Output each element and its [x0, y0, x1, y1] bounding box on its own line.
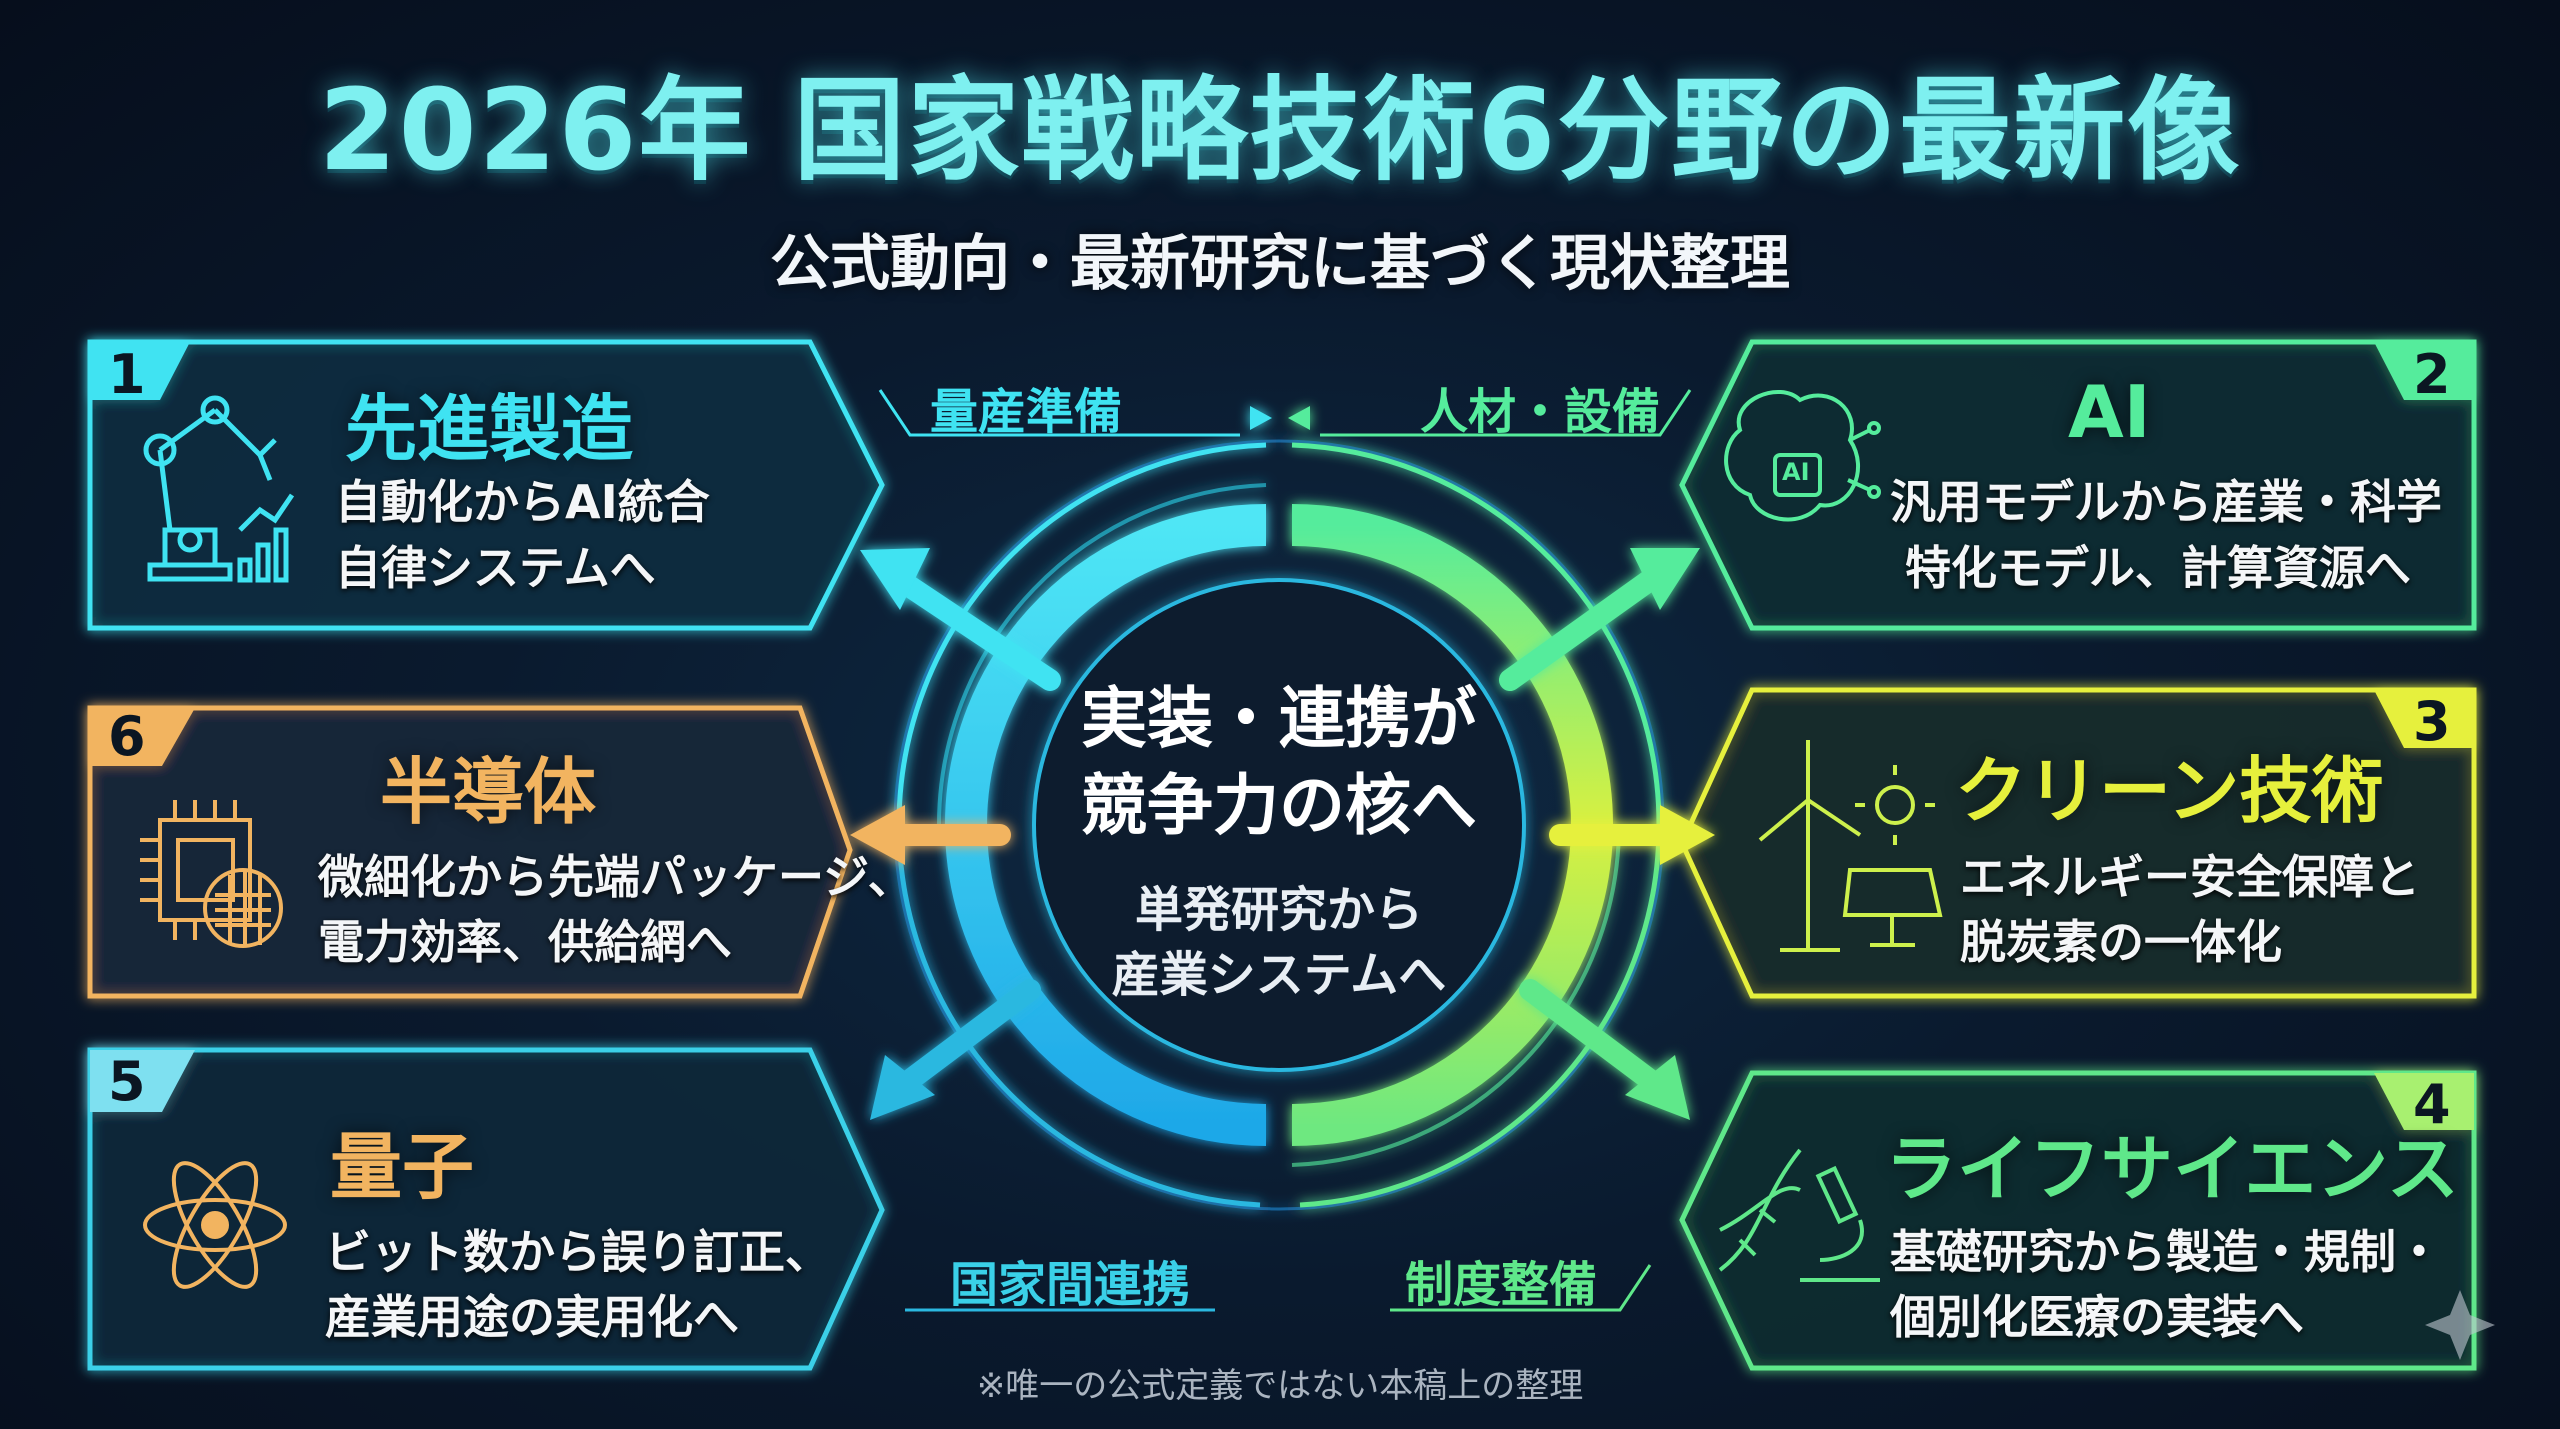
robot-arm-icon: [143, 395, 295, 583]
card-5-frame: [87, 1047, 885, 1371]
ai-icon-label: AI: [1782, 458, 1810, 486]
flow-label-international: 国家間連携: [950, 1257, 1191, 1313]
card-6-frame: [87, 705, 853, 999]
chip-wafer-icon: [140, 800, 283, 948]
card-2-title: AI: [2068, 370, 2151, 454]
card-5-title: 量子: [330, 1125, 475, 1209]
flow-label-mass-production: 量産準備: [930, 384, 1123, 440]
card-1-desc-1: 自動化からAI統合: [335, 475, 710, 529]
flow-label-talent-facilities: 人材・設備: [1420, 384, 1661, 440]
wind-solar-icon: [1758, 740, 1943, 952]
card-1-title: 先進製造: [345, 387, 634, 471]
card-6-number: 6: [108, 705, 146, 768]
card-6-desc-2: 電力効率、供給網へ: [318, 915, 732, 969]
card-3-desc-2: 脱炭素の一体化: [1960, 915, 2282, 969]
card-5-desc-2: 産業用途の実用化へ: [325, 1290, 739, 1344]
card-4-desc-2: 個別化医療の実装へ: [1890, 1290, 2304, 1344]
dna-microscope-icon: [1718, 1148, 1880, 1282]
card-1-number: 1: [108, 343, 146, 406]
flow-label-lines: [878, 389, 1692, 1312]
card-1-desc-2: 自律システムへ: [335, 541, 656, 595]
card-2-frame: [1679, 339, 2477, 631]
card-4-desc-1: 基礎研究から製造・規制・: [1890, 1225, 2442, 1279]
center-sub-line-1: 単発研究から: [1134, 882, 1423, 938]
card-3-number: 3: [2413, 690, 2451, 753]
spoke-arrows: [850, 548, 1715, 1120]
atom-icon: [143, 1161, 287, 1289]
flow-label-regulation: 制度整備: [1405, 1257, 1598, 1313]
card-3-desc-1: エネルギー安全保障と: [1960, 850, 2420, 904]
card-2-number: 2: [2413, 343, 2451, 406]
card-6-desc-1: 微細化から先端パッケージ、: [318, 850, 914, 904]
card-5-desc-1: ビット数から誤り訂正、: [325, 1225, 831, 1279]
footnote: ※唯一の公式定義ではない本稿上の整理: [976, 1366, 1584, 1406]
card-3-frame: [1679, 687, 2477, 999]
sparkle-icon: [2425, 1290, 2495, 1360]
page-title: 2026年 国家戦略技術6分野の最新像: [318, 66, 2242, 196]
center-main-line-1: 実装・連携が: [1081, 680, 1477, 757]
card-5-number: 5: [108, 1050, 146, 1113]
card-6-title: 半導体: [380, 750, 597, 834]
center-main-line-2: 競争力の核へ: [1081, 767, 1477, 844]
card-4-number: 4: [2413, 1073, 2451, 1136]
card-4-frame: [1679, 1070, 2477, 1371]
center-sub-line-2: 産業システムへ: [1111, 947, 1447, 1003]
card-2-desc-1: 汎用モデルから産業・科学: [1890, 475, 2442, 529]
card-2-desc-2: 特化モデル、計算資源へ: [1905, 541, 2411, 595]
card-4-title: ライフサイエンス: [1885, 1127, 2459, 1211]
page-subtitle: 公式動向・最新研究に基づく現状整理: [770, 229, 1790, 299]
card-3-title: クリーン技術: [1955, 749, 2384, 833]
ai-brain-icon: [1724, 389, 1881, 522]
